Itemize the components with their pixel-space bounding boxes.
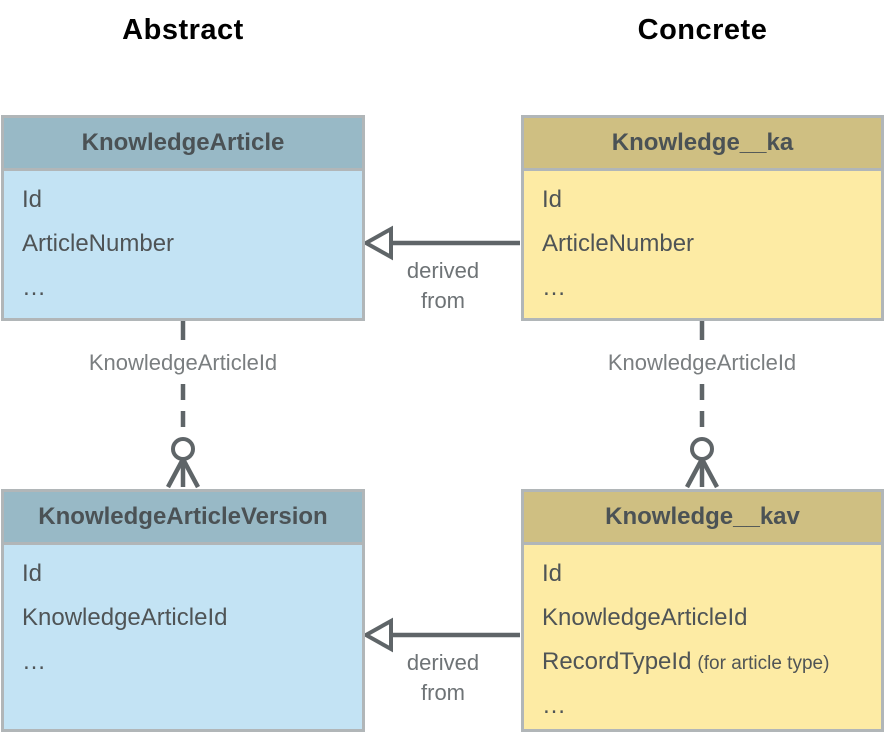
entity-field: …	[22, 648, 46, 675]
entity-field-list: Id ArticleNumber …	[4, 171, 362, 318]
entity-field: …	[542, 274, 566, 301]
derived-from-label-bottom: derived from	[406, 650, 480, 705]
foreign-key-label-left: KnowledgeArticleId	[63, 349, 303, 377]
zero-or-many-crowsfoot-icon	[685, 437, 719, 489]
entity-field-list: Id KnowledgeArticleId …	[4, 545, 362, 729]
open-arrowhead-icon	[361, 617, 393, 653]
entity-field: …	[22, 274, 46, 301]
entity-field: Id	[22, 560, 43, 587]
entity-knowledge-article-version: KnowledgeArticleVersion Id KnowledgeArti…	[1, 489, 365, 732]
entity-field-list: Id KnowledgeArticleId RecordTypeId(for a…	[524, 545, 881, 729]
fk-connector-right	[685, 320, 719, 489]
entity-knowledge-kav: Knowledge__kav Id KnowledgeArticleId Rec…	[521, 489, 884, 732]
entity-title: Knowledge__ka	[524, 118, 881, 171]
entity-knowledge-article: KnowledgeArticle Id ArticleNumber …	[1, 115, 365, 321]
derived-from-label-top: derived from	[406, 258, 480, 313]
entity-field: KnowledgeArticleId	[542, 604, 748, 631]
entity-field: ArticleNumber	[22, 230, 175, 257]
column-header-concrete: Concrete	[637, 14, 768, 46]
derived-from-arrow-bottom	[361, 617, 520, 653]
derived-from-arrow-top	[361, 225, 520, 261]
entity-knowledge-ka: Knowledge__ka Id ArticleNumber …	[521, 115, 884, 321]
entity-field: Id	[542, 560, 563, 587]
entity-field-note: (for article type)	[697, 653, 830, 674]
zero-or-many-crowsfoot-icon	[166, 437, 200, 489]
entity-field: Id	[542, 186, 563, 213]
entity-field-list: Id ArticleNumber …	[524, 171, 881, 318]
entity-field: KnowledgeArticleId	[22, 604, 228, 631]
entity-title: KnowledgeArticleVersion	[4, 492, 362, 545]
fk-connector-left	[166, 320, 200, 489]
open-arrowhead-icon	[361, 225, 393, 261]
entity-field-name: RecordTypeId	[542, 648, 692, 675]
entity-field: Id	[22, 186, 43, 213]
foreign-key-label-right: KnowledgeArticleId	[582, 349, 822, 377]
column-header-abstract: Abstract	[122, 14, 244, 46]
entity-field: RecordTypeId(for article type)	[542, 640, 881, 684]
entity-field: …	[542, 692, 566, 719]
entity-field: ArticleNumber	[542, 230, 695, 257]
entity-title: Knowledge__kav	[524, 492, 881, 545]
entity-title: KnowledgeArticle	[4, 118, 362, 171]
